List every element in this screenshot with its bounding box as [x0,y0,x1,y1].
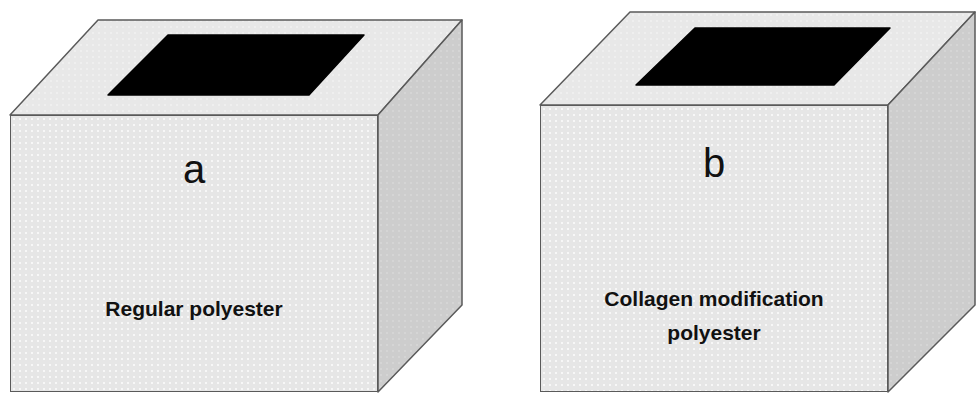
cube-a [10,20,462,392]
cube-b [540,12,975,392]
panel-letter: b [541,140,887,186]
material-label: Regular polyester [105,292,282,326]
black-square [636,28,890,85]
black-square [108,35,364,95]
cube-front-face: aRegular polyester [10,115,378,392]
side-face [378,20,462,392]
material-label: Collagen modification polyester [579,282,849,349]
panel-letter: a [11,146,377,192]
cube-front-face: bCollagen modification polyester [540,105,888,392]
side-face [888,12,975,392]
